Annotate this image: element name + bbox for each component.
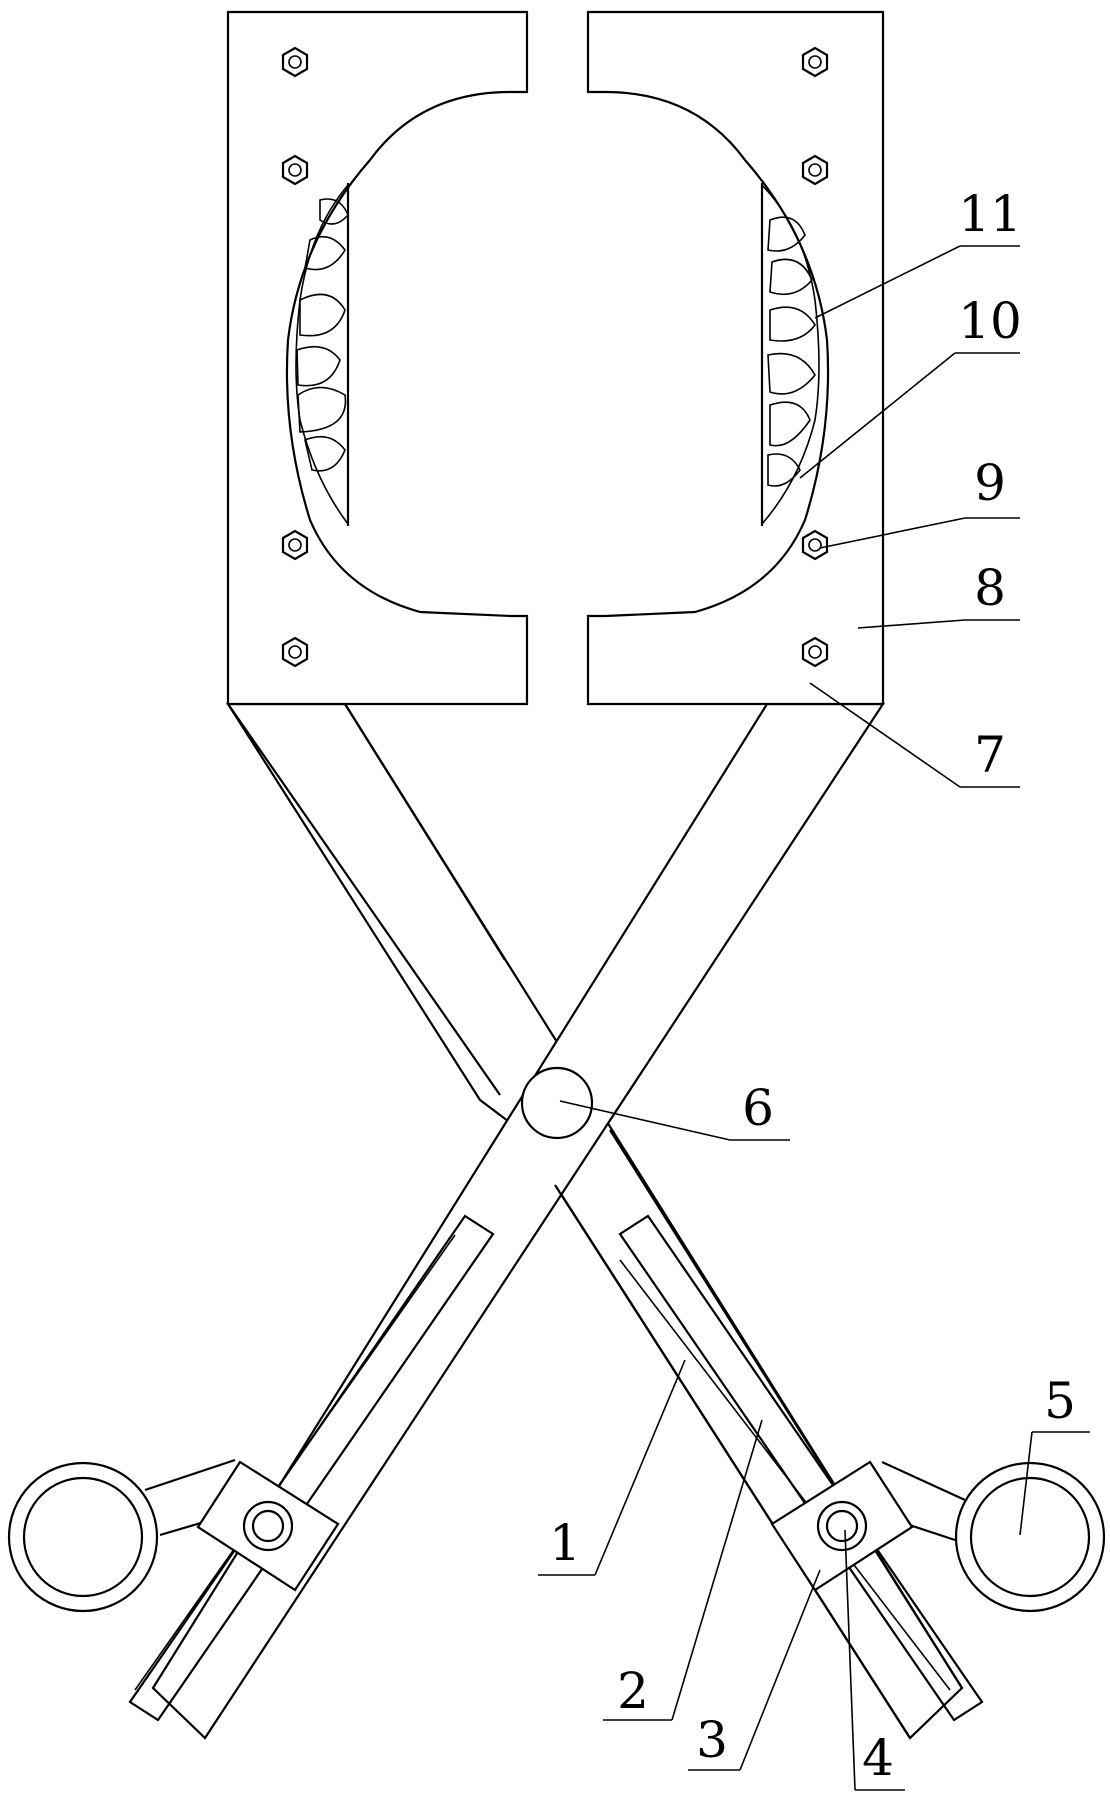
callout-10: 10 [958,292,1022,350]
bolt-group [281,46,829,668]
bolt-icon [801,529,829,561]
right-jaw-plate [586,10,885,706]
bolt-icon [801,46,829,78]
arm-right-to-left [151,702,886,1740]
callout-1: 1 [549,1514,581,1572]
left-slider-block [196,1460,340,1592]
left-grip-pad [295,184,349,525]
bolt-icon [281,154,309,186]
left-handle-ring [7,1458,246,1613]
callout-8: 8 [974,559,1006,617]
bolt-icon [281,46,309,78]
leader-lines [538,245,1090,1791]
callout-11: 11 [958,185,1022,243]
right-grip-pad [761,184,820,525]
callout-7: 7 [974,726,1006,784]
bolt-icon [281,529,309,561]
left-jaw-plate [226,10,529,706]
callout-6: 6 [742,1079,774,1137]
callout-3: 3 [696,1711,728,1769]
callout-9: 9 [974,454,1006,512]
pivot-pin [520,1066,594,1140]
bolt-icon [281,636,309,668]
right-handle-ring [869,1460,1106,1613]
arm-left-to-right [225,702,964,1740]
callout-4: 4 [862,1729,894,1787]
bolt-icon [801,154,829,186]
right-slider-block [770,1460,914,1592]
callout-2: 2 [617,1662,649,1720]
arm-crossing-lines [227,703,963,1739]
callout-5: 5 [1044,1372,1076,1430]
bolt-icon [801,636,829,668]
